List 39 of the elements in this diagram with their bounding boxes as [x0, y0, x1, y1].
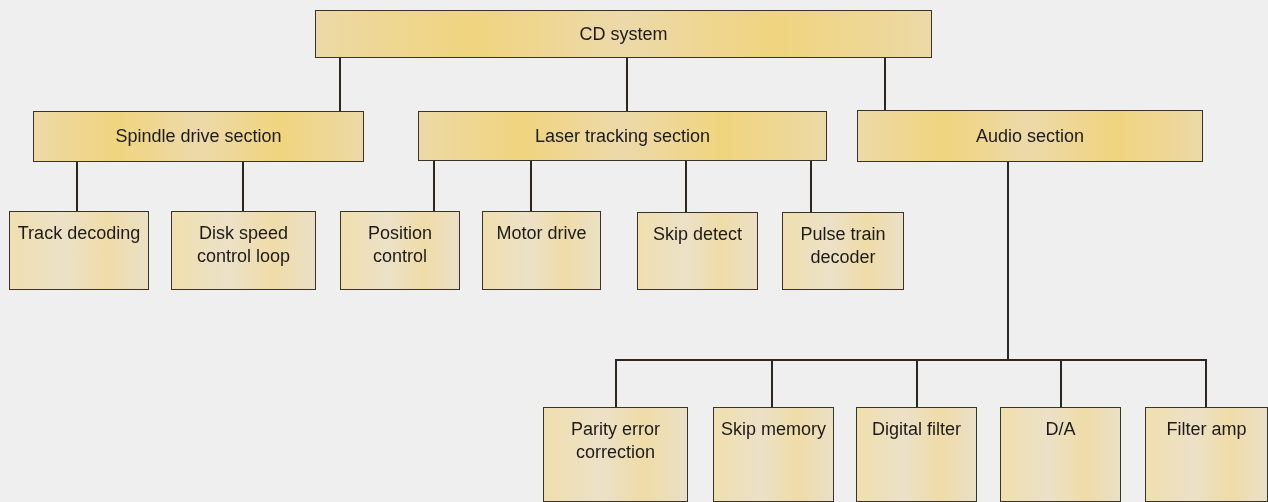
- box-label: Digital filter: [872, 418, 961, 441]
- module-box: [171, 211, 316, 290]
- box-label: Track decoding: [17, 222, 141, 245]
- box-label: Spindle drive section: [115, 125, 282, 148]
- section-box: [315, 10, 932, 58]
- box-label: Position control: [366, 222, 433, 268]
- connector-line: [626, 57, 628, 112]
- connector-line: [685, 160, 687, 213]
- connector-line: [76, 161, 78, 212]
- box-label: Skip memory: [721, 418, 826, 441]
- section-box: [418, 111, 827, 161]
- module-box: [1000, 407, 1121, 502]
- module-box: [1145, 407, 1268, 502]
- box-label: Disk speed control loop: [195, 222, 292, 268]
- module-box: [543, 407, 688, 502]
- module-box: [482, 211, 601, 290]
- box-label: Laser tracking section: [534, 124, 711, 148]
- connector-line: [433, 160, 435, 212]
- box-label: Skip detect: [652, 223, 743, 246]
- module-box: [713, 407, 834, 502]
- box-label: Audio section: [975, 124, 1085, 148]
- module-box: [340, 211, 460, 290]
- module-box: [782, 212, 904, 290]
- section-box: [857, 110, 1203, 162]
- module-box: [856, 407, 977, 502]
- box-label: D/A: [1045, 418, 1076, 441]
- module-box: [637, 212, 758, 290]
- box-label: Parity error correction: [570, 418, 661, 464]
- connector-line: [810, 160, 812, 213]
- box-label: Motor drive: [496, 222, 587, 245]
- box-label: Pulse train decoder: [799, 223, 887, 269]
- module-box: [9, 211, 149, 290]
- box-label: Filter amp: [1166, 418, 1247, 441]
- connector-line: [530, 160, 532, 212]
- connector-line: [884, 57, 886, 111]
- connector-line: [339, 57, 341, 112]
- connector-line: [242, 161, 244, 212]
- box-label: CD system: [579, 22, 668, 46]
- section-box: [33, 111, 364, 162]
